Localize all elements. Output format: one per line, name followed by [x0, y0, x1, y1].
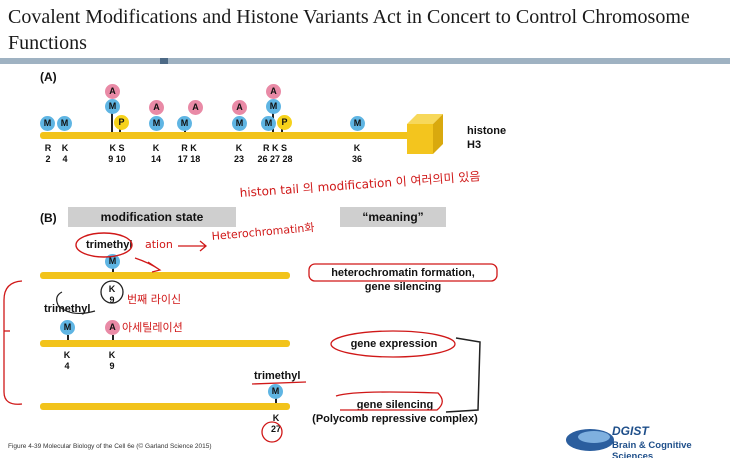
title-divider-accent: [160, 58, 168, 64]
methyl-mark: M: [40, 116, 55, 131]
histone-core-icon: [403, 110, 455, 160]
annotation-histone-tail: histon tail 의 modification 이 여러의미 있음: [239, 169, 481, 200]
acetyl-mark: A: [105, 84, 120, 99]
methyl-mark: M: [350, 116, 365, 131]
title-divider: [0, 58, 730, 64]
methyl-mark: M: [268, 384, 283, 399]
panel-a-label: (A): [40, 70, 57, 84]
phospho-mark: P: [277, 115, 292, 130]
annotation-ation: ation: [145, 238, 173, 251]
slide-title: Covalent Modifications and Histone Varia…: [8, 4, 708, 56]
logo-subtitle: Brain & Cognitive Sciences: [612, 440, 730, 458]
chromatin-strand: [40, 340, 290, 347]
modification-state-label: trimethyl: [44, 303, 90, 315]
annotation-k9: 번째 라이신: [127, 293, 181, 306]
acetyl-mark: A: [149, 100, 164, 115]
acetyl-mark: A: [266, 84, 281, 99]
methyl-mark: M: [232, 116, 247, 131]
chromatin-strand: [40, 403, 290, 410]
methyl-mark: M: [177, 116, 192, 131]
figure-caption: Figure 4-39 Molecular Biology of the Cel…: [8, 443, 212, 450]
acetyl-mark: A: [188, 100, 203, 115]
heterochromatin-meaning: heterochromatin formation,gene silencing: [310, 266, 496, 294]
panel-b-label: (B): [40, 211, 57, 225]
modification-state-label: trimethyl: [254, 370, 300, 382]
acetyl-mark: A: [232, 100, 247, 115]
mark-stem: [112, 335, 114, 340]
modification-state-header: modification state: [68, 207, 236, 227]
histone-h3-label: histone H3: [467, 124, 506, 152]
methyl-mark: M: [57, 116, 72, 131]
logo-name: DGIST: [612, 424, 649, 438]
gene-expression-meaning: gene expression: [338, 337, 450, 351]
annotation-acetyl: 아세틸레이션: [122, 321, 183, 334]
acetyl-mark: A: [105, 320, 120, 335]
methyl-mark: M: [60, 320, 75, 335]
methyl-mark: M: [261, 116, 276, 131]
gene-silencing-meaning: gene silencing(Polycomb repressive compl…: [300, 398, 490, 426]
mark-stem: [67, 335, 69, 340]
phospho-mark: P: [114, 115, 129, 130]
histone-tail-strand: [40, 132, 420, 139]
chromatin-strand: [40, 272, 290, 279]
methyl-mark: M: [149, 116, 164, 131]
meaning-header: “meaning”: [340, 207, 446, 227]
modification-state-label: trimethyl: [86, 239, 132, 251]
methyl-mark: M: [105, 99, 120, 114]
methyl-mark: M: [266, 99, 281, 114]
methyl-mark: M: [105, 254, 120, 269]
